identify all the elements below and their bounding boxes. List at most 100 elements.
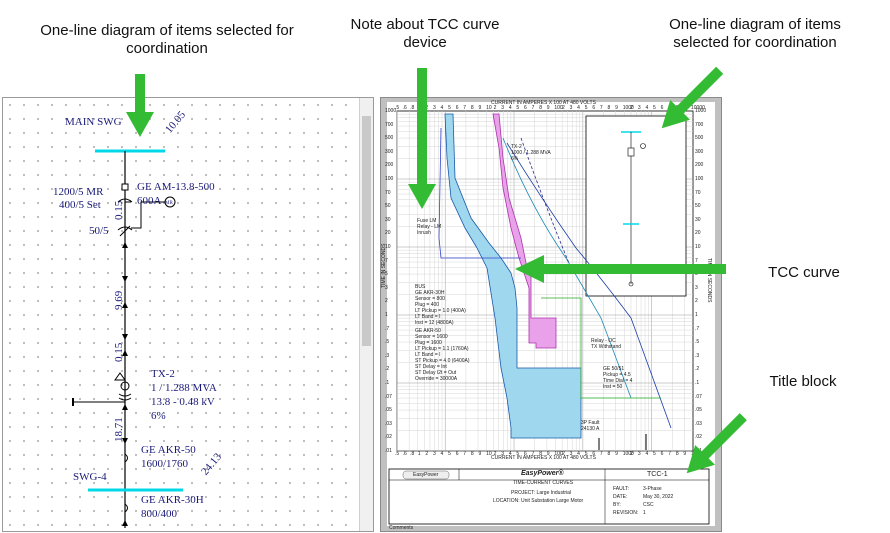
tcc-bottom-tick: .8 [410,451,415,457]
tb-fault-label: FAULT: [613,486,630,492]
cable-4-label: 18.71 [113,417,125,442]
tcc-note: LT Band = I [415,314,441,320]
tcc-bottom-tick: 3 [569,451,573,457]
transformer-icon [120,381,130,391]
tcc-top-tick: 5 [584,105,588,111]
tcc-note: Sensor = 1600 [415,334,448,340]
tcc-time-tick-left: .02 [385,434,392,441]
tcc-bottom-tick: 5 [584,451,588,457]
motor-curve [541,297,661,399]
tcc-note: GE 50/51 [603,366,625,372]
tb-rev-label: REVISION: [613,510,639,516]
tcc-bottom-tick: .6 [402,451,407,457]
oneline-scrollbar[interactable] [359,98,373,531]
tcc-time-tick-left: .3 [385,352,390,359]
tcc-top-tick: 7 [463,105,467,111]
tcc-bottom-tick: 7 [531,451,535,457]
tcc-time-tick-right: 1000 [695,108,707,114]
tcc-top-tick: 2 [561,105,565,111]
tcc-time-tick-left: .05 [385,407,392,414]
tcc-time-tick-right: 500 [695,135,704,142]
tcc-time-tick-left: .2 [385,366,390,373]
cable-2-label: 9.69 [113,290,125,310]
tcc-time-tick-left: .1 [385,380,390,386]
tb-brand: EasyPower® [521,470,564,477]
tcc-note: LT Pickup = 1.1 (1760A) [415,346,469,352]
callout-note-tcc: Note about TCC curve device [350,16,500,51]
tcc-time-tick-right: 30 [695,216,701,223]
tcc-time-tick-right: .2 [695,366,700,373]
callout-tcc-curve: TCC curve [768,264,840,281]
tcc-note: LT Pickup = 1.0 (400A) [415,308,466,314]
tcc-time-tick-right: 70 [695,189,701,196]
tcc-note: Inst = 50 [603,384,623,390]
tcc-note: Override = 30000A [415,376,458,382]
tcc-note: ST Delay I2t = Out [415,370,457,376]
tcc-bottom-tick: 100 [554,451,563,457]
tcc-time-tick-right: .3 [695,352,700,359]
tcc-time-tick-left: 10 [385,244,391,250]
breaker-1-label: GE AM-13.8-500 [137,181,215,193]
tb-location: LOCATION: Unit Substation Large Motor [493,498,584,504]
tcc-time-tick-right: 20 [695,230,701,237]
tcc-note: ST Delay = Int [415,364,447,370]
tcc-note: TX Withstand [591,344,622,350]
tcc-time-tick-right: 700 [695,121,704,128]
ct-icon-2 [117,226,133,231]
tcc-right-axis-label: TIME IN SECONDS [706,258,712,303]
tcc-bottom-tick: 8 [539,451,542,457]
tcc-bottom-axis-label: CURRENT IN AMPERES X 100 AT 480 VOLTS [491,455,596,461]
scrollbar-thumb[interactable] [362,116,371,346]
tcc-top-tick: .8 [410,105,415,111]
tcc-top-tick: 3 [637,105,641,111]
swg4-label: SWG-4 [73,471,107,483]
tcc-time-tick-left: 1000 [385,108,397,114]
relay-wire [131,201,165,229]
tcc-time-tick-left: 1 [385,312,388,318]
tb-date-label: DATE: [613,494,628,500]
callout-oneline-right: One-line diagram of items selected for c… [669,16,841,51]
tcc-top-tick: 5 [516,105,520,111]
tcc-time-tick-right: .01 [695,448,702,454]
tcc-time-tick-left: .5 [385,339,390,346]
tcc-bottom-tick: 5 [516,451,520,457]
breaker-2-rating: 1600/1760 [141,458,189,470]
tcc-bottom-tick: 5 [653,451,656,457]
tx-impedance: 6% [151,410,166,422]
tcc-bottom-tick: 9 [683,451,687,457]
tcc-bottom-tick: 2 [630,451,634,457]
tcc-top-tick: 3 [569,105,573,111]
tcc-note: 6% [511,156,519,162]
oneline-drawing [72,149,183,528]
tcc-bottom-tick: 6 [592,451,596,457]
ct-small-label: 50/5 [89,225,109,237]
tcc-note: GE AKR-30H [415,290,445,296]
tcc-time-tick-left: .7 [385,325,390,332]
tcc-time-tick-right: 2 [695,298,698,305]
fuse-curve-band [492,113,557,349]
tcc-time-tick-left: 100 [385,176,394,182]
tcc-time-tick-right: 3 [695,284,698,291]
tcc-time-tick-right: 300 [695,148,704,155]
tcc-top-tick: 7 [599,105,603,111]
tcc-bottom-tick: 10 [486,451,492,457]
cable-3-label: 0.15 [113,342,125,362]
tcc-pane[interactable]: CURRENT IN AMPERES X 100 AT 480 VOLTS CU… [380,97,722,532]
tcc-bottom-tick: 2 [425,451,429,457]
tcc-bottom-tick: 8 [675,451,679,457]
tcc-top-axis-label: CURRENT IN AMPERES X 100 AT 480 VOLTS [491,100,596,106]
tcc-note: ST Pickup = 4.0 (6400A) [415,358,470,364]
tb-by-value: CSC [643,502,654,508]
relay-tag: MR [165,201,173,206]
tcc-bottom-tick: 6 [660,451,664,457]
tcc-bottom-tick: .5 [395,451,400,457]
ct-icon [117,198,133,203]
tcc-bottom-tick: 8 [607,451,611,457]
tcc-bottom-tick: 1 [417,451,421,457]
ct-label-1: 1200/5 MR [53,186,104,198]
tcc-time-tick-right: .5 [695,339,700,346]
tcc-note: 1000 / 1.288 MVA [511,150,551,156]
tcc-bottom-tick: 9 [546,451,550,457]
oneline-diagram-pane[interactable]: MAIN SWG 10.05 1200/5 MR 400/5 Set GE AM… [2,97,374,532]
tcc-top-tick: 9 [615,105,618,111]
